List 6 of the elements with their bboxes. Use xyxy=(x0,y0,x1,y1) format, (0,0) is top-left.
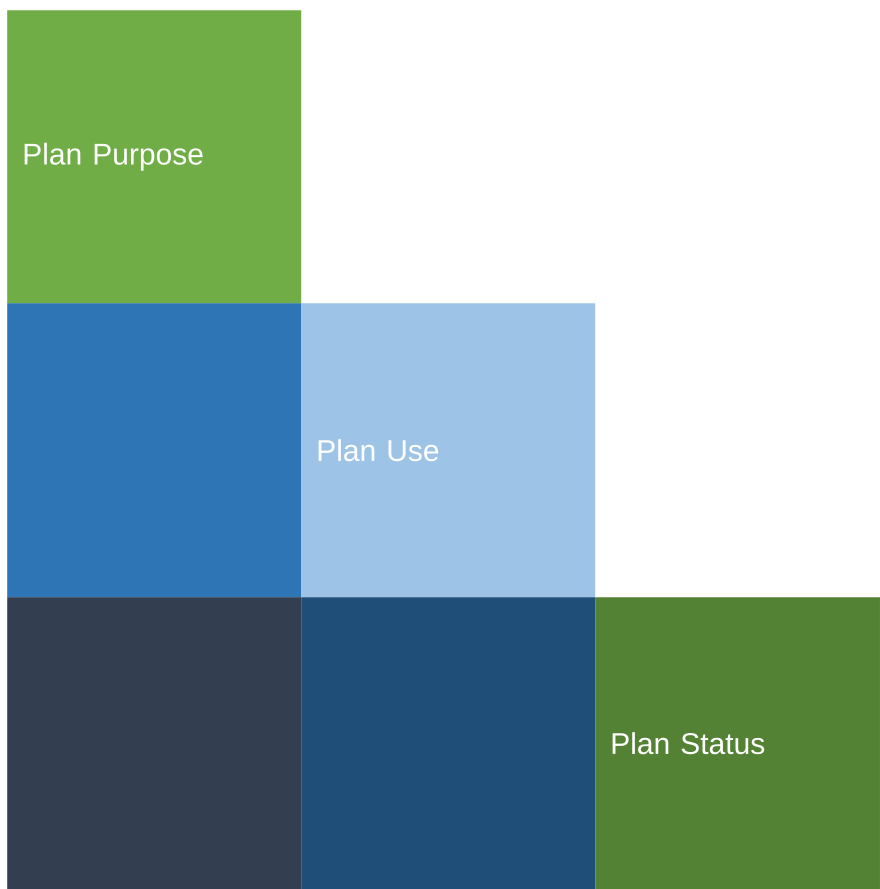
label-box: Plan Use xyxy=(301,303,596,598)
color-block xyxy=(301,597,596,889)
color-block xyxy=(7,303,302,598)
label-box: Plan Purpose xyxy=(7,10,302,304)
label-box: Plan Status xyxy=(595,597,880,889)
color-block xyxy=(7,597,302,889)
